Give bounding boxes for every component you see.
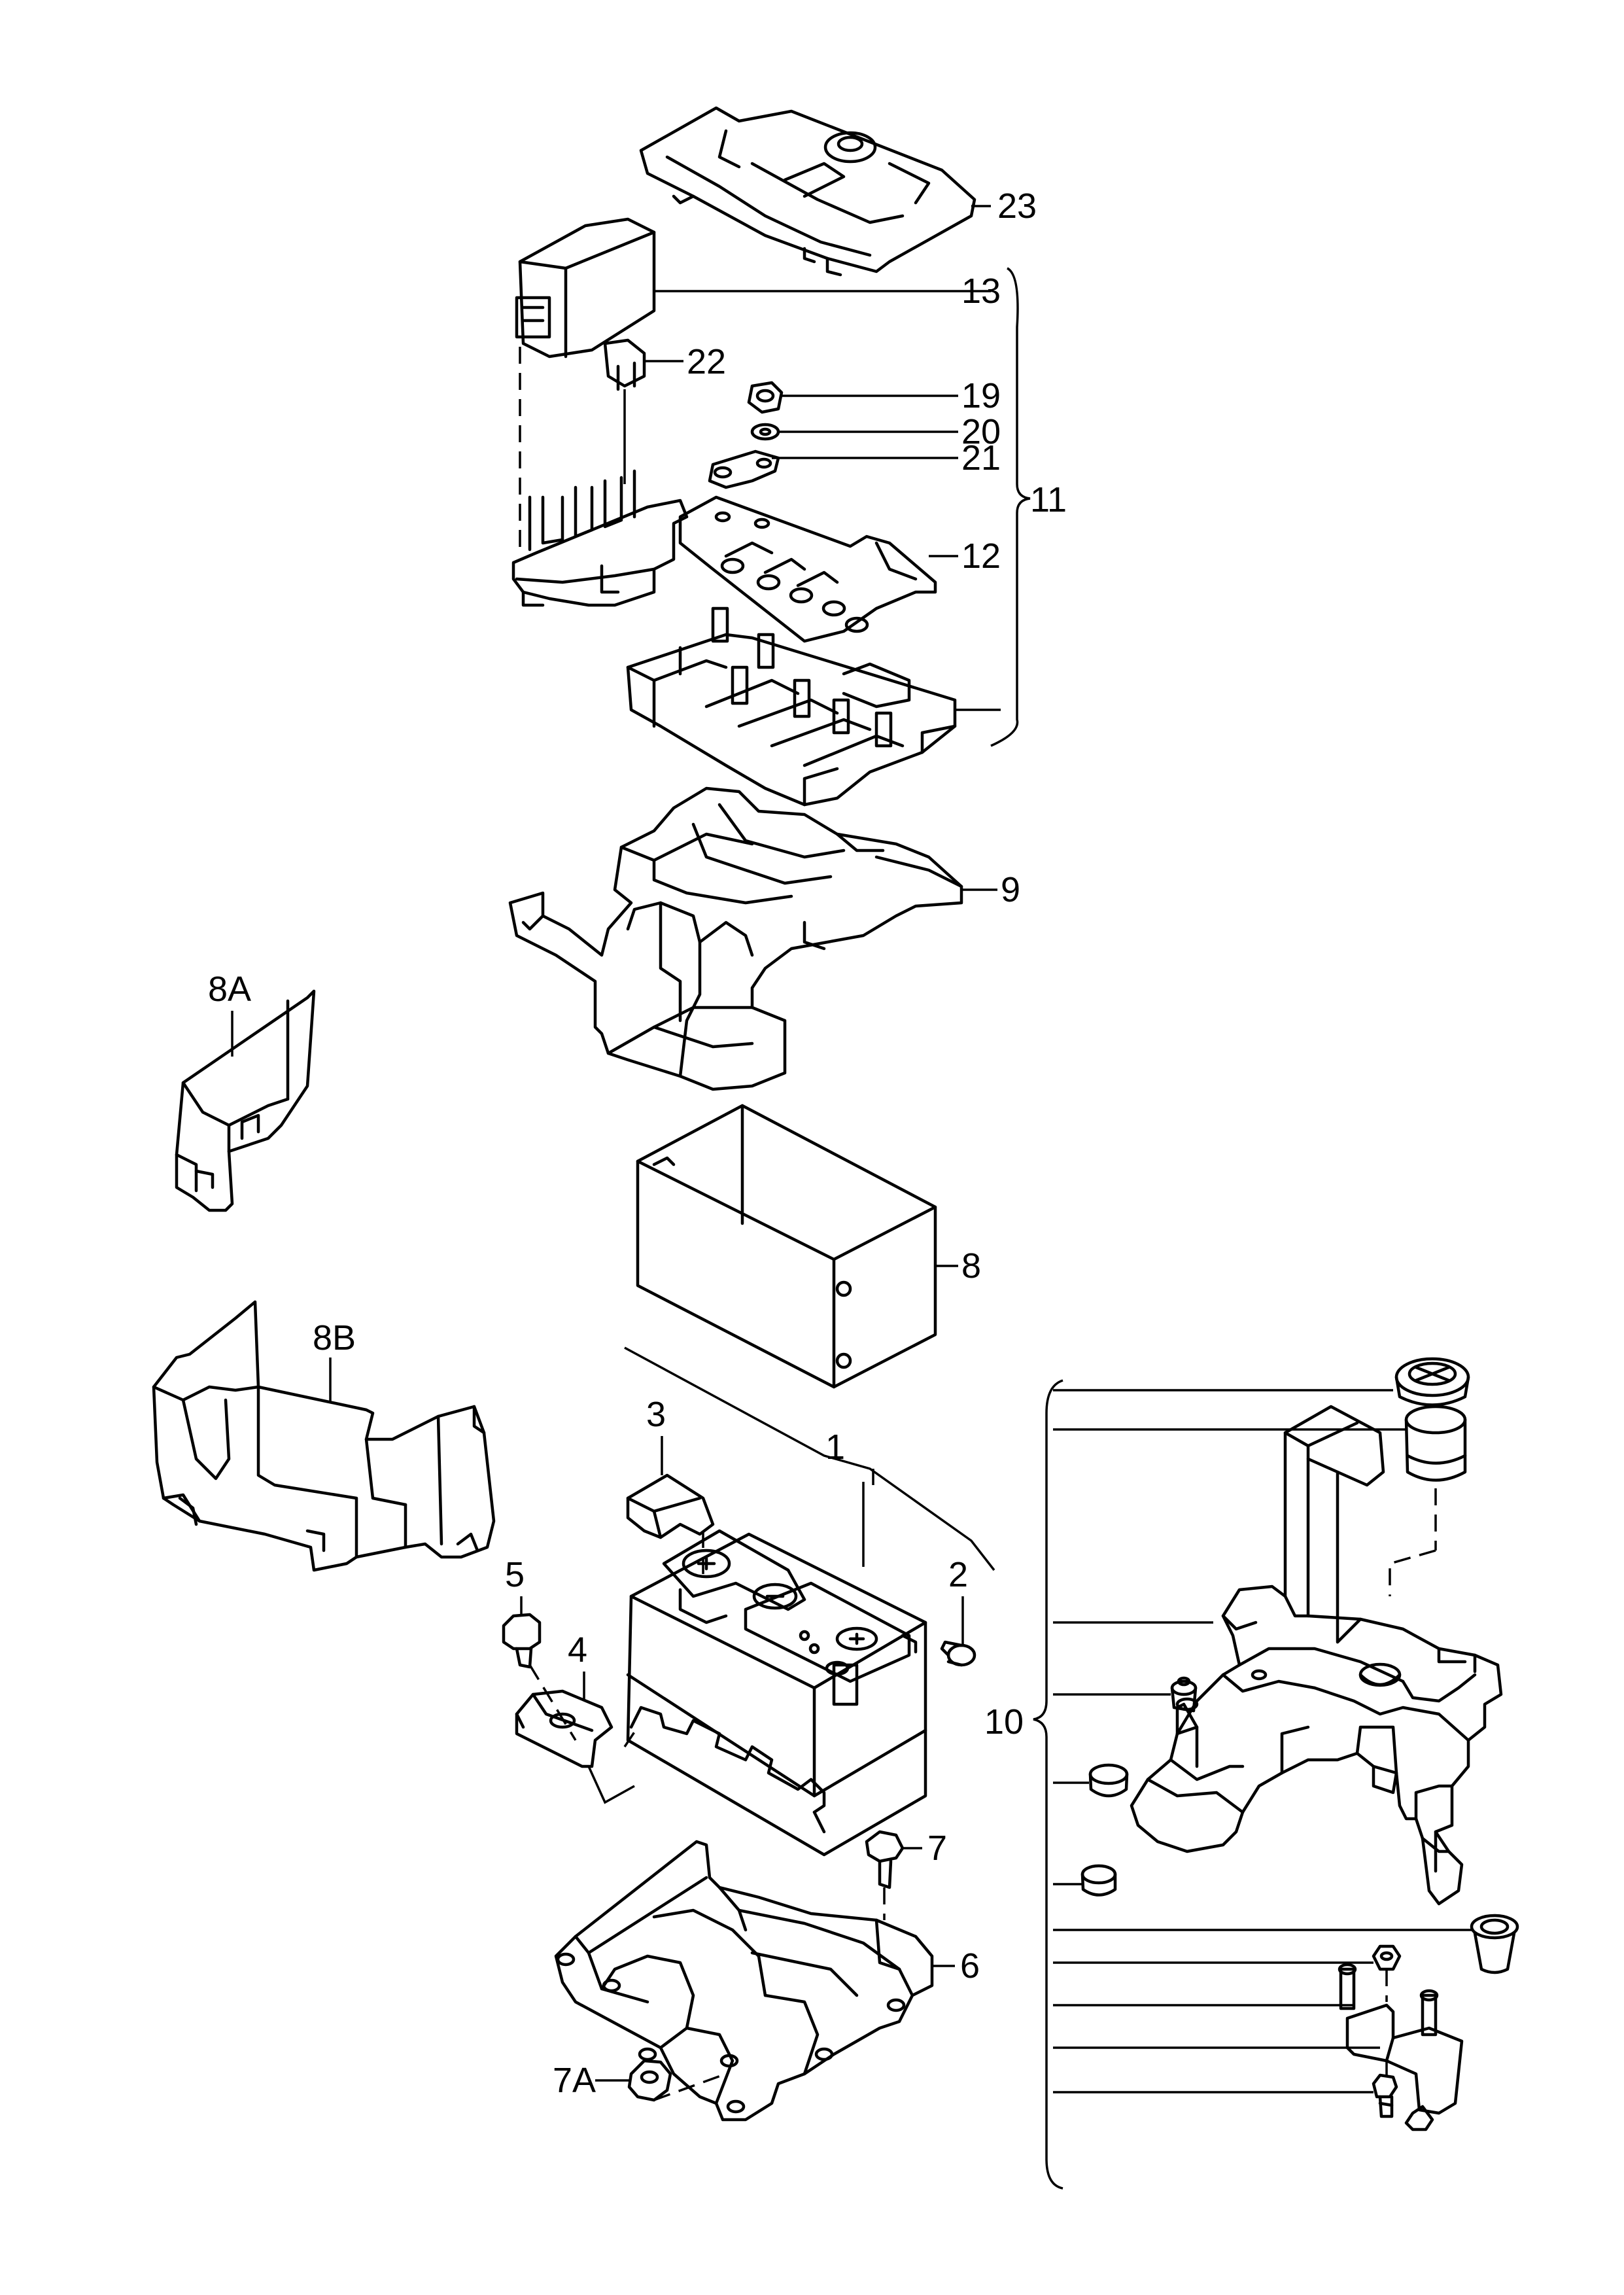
- part-10-sleeve[interactable]: [1404, 1405, 1467, 1482]
- callout-1: 1: [825, 1428, 845, 1467]
- callout-3: 3: [646, 1395, 666, 1434]
- part-10-bush[interactable]: [1470, 1914, 1519, 1974]
- part-19-nut[interactable]: [747, 381, 784, 414]
- callout-20: 20: [961, 412, 1001, 451]
- brace-10: [1033, 1379, 1063, 2190]
- callout-13: 13: [961, 272, 1001, 311]
- callout-8a: 8A: [208, 970, 251, 1009]
- part-6-battery-tray[interactable]: [554, 1840, 934, 2122]
- part-3-terminal-cover[interactable]: [626, 1473, 715, 1539]
- part-1-battery[interactable]: [626, 1529, 927, 1857]
- callout-7a: 7A: [553, 2061, 596, 2100]
- callout-8: 8: [961, 1246, 981, 1286]
- part-relay-carrier[interactable]: [511, 469, 689, 607]
- part-20-washer[interactable]: [750, 423, 780, 441]
- assembly-line-4b: [623, 1726, 639, 1747]
- part-10-buffer-a[interactable]: [1088, 1763, 1129, 1798]
- part-10-screw[interactable]: [1372, 2073, 1398, 2118]
- callout-2: 2: [948, 1555, 968, 1594]
- callout-23: 23: [997, 186, 1037, 226]
- part-7a-nut[interactable]: [627, 2059, 672, 2102]
- brace-11: [990, 267, 1031, 747]
- part-2-vent-plug[interactable]: [940, 1640, 976, 1667]
- callout-6: 6: [960, 1946, 980, 1986]
- part-21-cable-lug[interactable]: [708, 449, 780, 489]
- assembly-line-10b: [1389, 1549, 1436, 1596]
- callout-19: 19: [961, 376, 1001, 415]
- callout-11: 11: [1030, 480, 1067, 519]
- assembly-line-4: [587, 1766, 635, 1804]
- callout-4: 4: [568, 1630, 587, 1670]
- part-23-battery-cover[interactable]: [639, 106, 976, 277]
- assembly-line-7a: [653, 2073, 727, 2101]
- part-10-vent-cap[interactable]: [1394, 1357, 1470, 1407]
- part-10-grommet[interactable]: [1170, 1676, 1198, 1713]
- part-8a-side-shield[interactable]: [175, 989, 316, 1212]
- callout-22: 22: [687, 342, 726, 381]
- part-4-clamp-plate[interactable]: [515, 1689, 613, 1768]
- part-5-bolt[interactable]: [502, 1613, 542, 1669]
- part-7-screw[interactable]: [865, 1830, 905, 1889]
- callout-21: 21: [961, 438, 1001, 478]
- part-12-fuse-strip[interactable]: [678, 495, 937, 643]
- part-10-battery-bracket[interactable]: [1130, 1405, 1503, 1906]
- part-11-fuse-carrier[interactable]: [626, 606, 957, 807]
- assembly-line-5: [528, 1664, 577, 1741]
- callout-10: 10: [984, 1702, 1024, 1742]
- callout-9: 9: [1001, 870, 1020, 909]
- callout-5: 5: [505, 1555, 525, 1594]
- callout-7: 7: [927, 1829, 947, 1868]
- part-10-nut[interactable]: [1372, 1944, 1402, 1971]
- bracket-1: [624, 1346, 995, 1571]
- part-10-mounting-plate[interactable]: [1338, 1963, 1464, 2131]
- part-9-upper-cover[interactable]: [508, 786, 963, 1091]
- part-8-heat-shield[interactable]: [636, 1104, 937, 1389]
- part-13-relay-housing[interactable]: [515, 217, 656, 359]
- part-10-buffer-b[interactable]: [1080, 1864, 1117, 1897]
- part-22-fuse[interactable]: [603, 338, 646, 391]
- part-8b-front-shield[interactable]: [152, 1300, 496, 1572]
- callout-12: 12: [961, 536, 1001, 576]
- callout-8b: 8B: [313, 1318, 356, 1358]
